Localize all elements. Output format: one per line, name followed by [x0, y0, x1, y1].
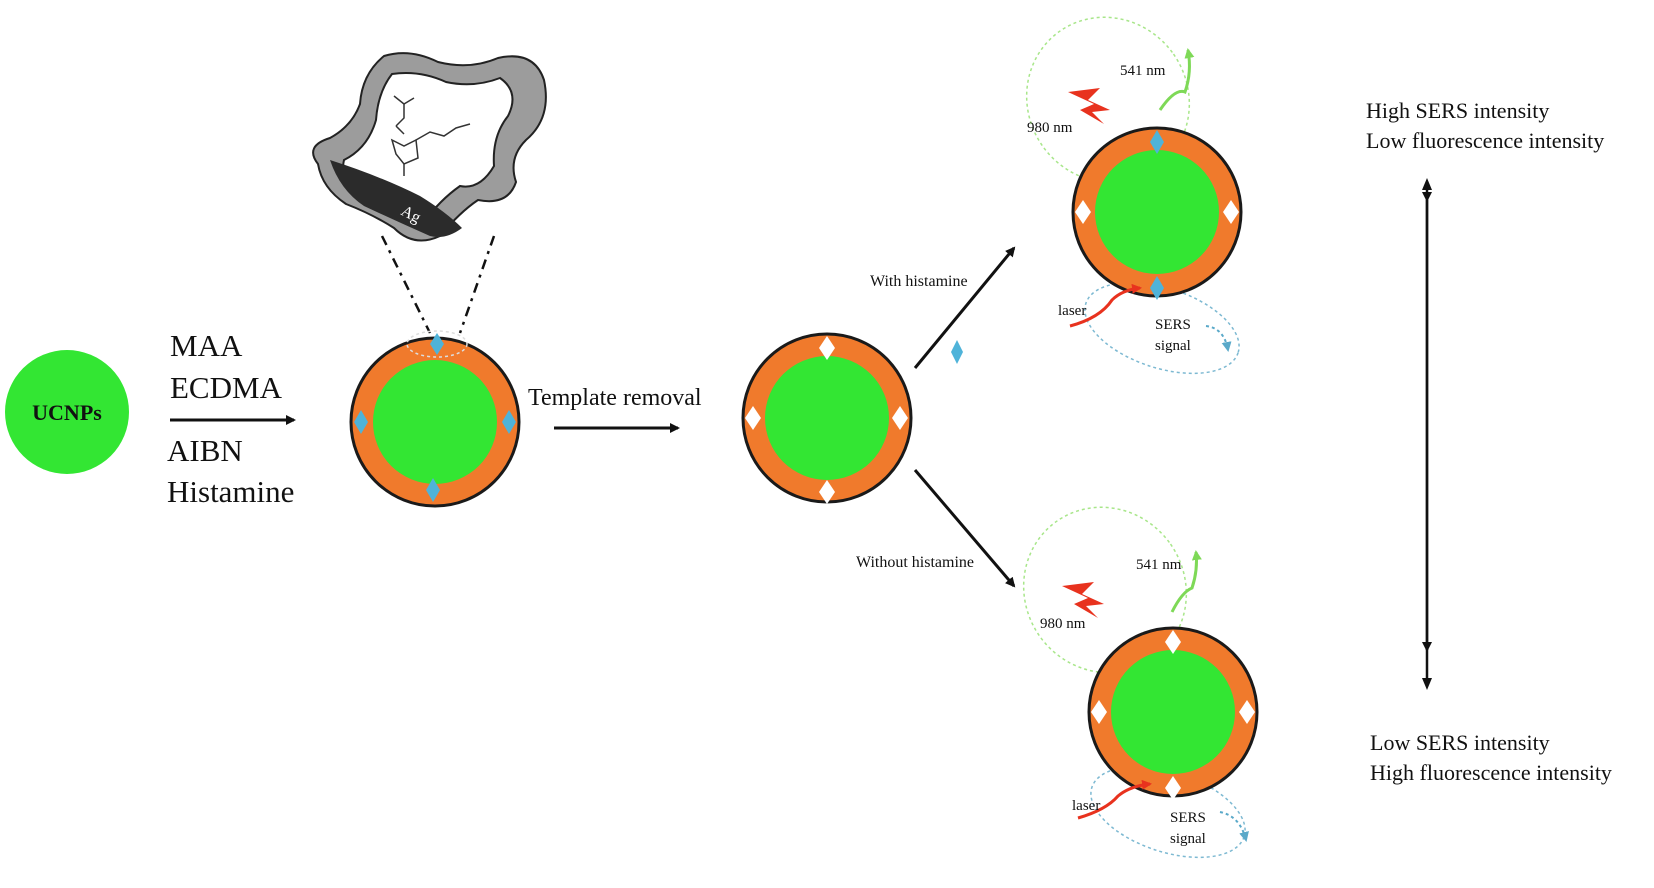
empty-site-diamond-icon [1165, 776, 1181, 800]
ucnp-label: UCNPs [32, 400, 102, 425]
ucnp-particle: UCNPs [5, 350, 129, 474]
empty-site-diamond-icon [1165, 630, 1181, 654]
bottom-result: 980 nm 541 nm laser SERS signal [1022, 506, 1259, 859]
bottom-excitation-label: 980 nm [1040, 616, 1086, 632]
empty-site-diamond-icon [1091, 700, 1107, 724]
empty-site-diamond-icon [1223, 200, 1239, 224]
summary: High SERS intensity Low fluorescence int… [1366, 98, 1612, 785]
empty-site-diamond-icon [1239, 700, 1255, 724]
bottom-laser-arrow-icon [1077, 779, 1152, 820]
template-site-diamond-icon [354, 410, 368, 434]
reagent-histamine: Histamine [167, 474, 294, 509]
with-histamine-label: With histamine [870, 273, 968, 290]
branch-arrows: With histamine Without histamine [856, 246, 1016, 588]
imprinted-particle [349, 330, 521, 508]
template-removal-label: Template removal [528, 385, 702, 411]
lightning-icon [1062, 582, 1104, 618]
template-site-diamond-icon [502, 410, 516, 434]
top-emission-arrow-icon [1158, 48, 1195, 111]
top-sers-label-2: signal [1155, 338, 1191, 354]
top-laser-label: laser [1058, 303, 1086, 319]
mip-particle [741, 332, 913, 504]
without-histamine-arrow-icon [913, 469, 1016, 588]
histamine-diamond-icon [951, 340, 963, 364]
bottom-sers-label-1: SERS [1170, 810, 1206, 826]
top-sers-label-1: SERS [1155, 317, 1191, 333]
top-laser-arrow-icon [1069, 283, 1142, 328]
bottom-sers-arrow-icon [1219, 811, 1249, 842]
summary-top-line1: High SERS intensity [1366, 98, 1549, 123]
empty-site-diamond-icon [819, 480, 835, 504]
cavity-inset: Ag [312, 52, 547, 334]
top-emission-label: 541 nm [1120, 63, 1166, 79]
template-site-diamond-icon [430, 333, 444, 355]
top-sers-arrow-icon [1205, 325, 1232, 352]
without-histamine-label: Without histamine [856, 554, 974, 571]
bottom-emission-arrow-icon [1170, 550, 1202, 613]
bound-histamine-diamond-icon [1150, 276, 1164, 300]
lightning-icon [1068, 88, 1110, 124]
empty-site-diamond-icon [1075, 200, 1091, 224]
empty-site-diamond-icon [892, 406, 908, 430]
empty-site-diamond-icon [819, 336, 835, 360]
summary-top-line2: Low fluorescence intensity [1366, 128, 1604, 153]
ag-substrate [330, 160, 462, 237]
top-excitation-label: 980 nm [1027, 120, 1073, 136]
bound-histamine-diamond-icon [1150, 130, 1164, 154]
empty-site-diamond-icon [745, 406, 761, 430]
top-result: 980 nm 541 nm laser SERS signal [1025, 16, 1243, 375]
histamine-molecule [390, 95, 471, 176]
with-histamine-arrow-icon [913, 246, 1016, 369]
reagent-aibn: AIBN [167, 433, 243, 468]
reagents-step: MAA ECDMA AIBN Histamine [167, 328, 296, 509]
reagent-maa: MAA [170, 328, 243, 363]
template-site-diamond-icon [426, 478, 440, 502]
template-removal-step: Template removal [528, 385, 702, 433]
bottom-emission-label: 541 nm [1136, 557, 1182, 573]
reagent-ecdma: ECDMA [170, 370, 283, 405]
bottom-laser-label: laser [1072, 798, 1100, 814]
summary-bottom-line2: High fluorescence intensity [1370, 760, 1612, 785]
bottom-sers-label-2: signal [1170, 831, 1206, 847]
summary-bottom-line1: Low SERS intensity [1370, 730, 1550, 755]
